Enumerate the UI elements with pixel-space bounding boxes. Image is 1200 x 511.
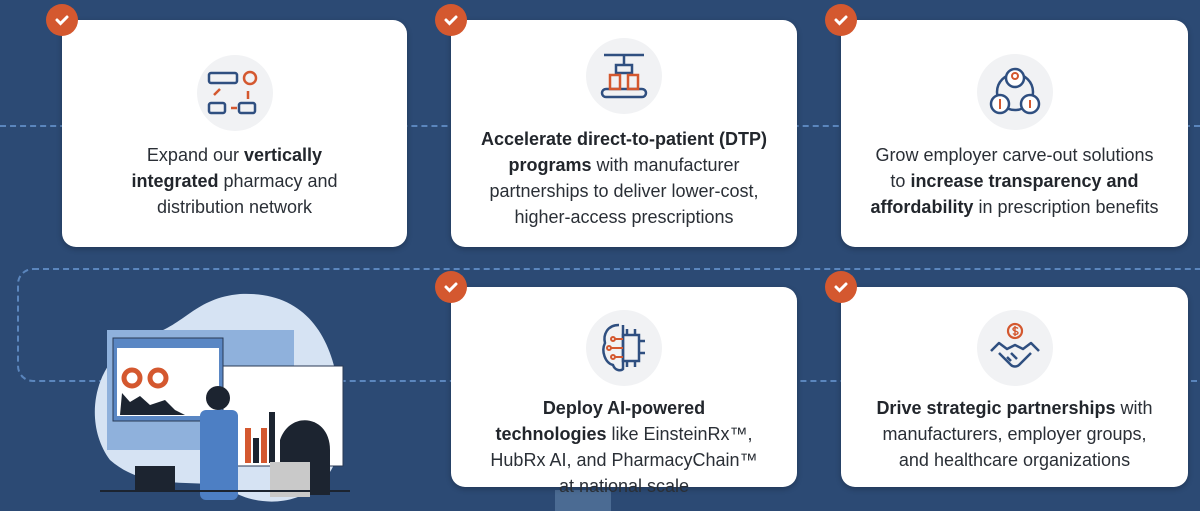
goal-card-employer-carve-out: Grow employer carve-out solutions to inc… (841, 20, 1188, 247)
goal-card-dtp-programs: Accelerate direct-to-patient (DTP) progr… (451, 20, 797, 247)
handshake-dollar-icon (976, 310, 1053, 386)
card-text: Grow employer carve-out solutions to inc… (870, 145, 1159, 217)
check-badge-icon (825, 271, 857, 303)
goal-card-strategic-partnerships: Drive strategic partnerships with manufa… (841, 287, 1188, 487)
check-badge-icon (46, 4, 78, 36)
conveyor-icon (586, 38, 662, 114)
people-cost-icon (976, 54, 1053, 130)
card-text: Deploy AI-powered technologies like Eins… (490, 398, 758, 496)
card-text: Accelerate direct-to-patient (DTP) progr… (480, 129, 768, 227)
goal-card-vertical-integration: Expand our vertically integrated pharmac… (62, 20, 407, 247)
team-presentation-illustration (94, 293, 350, 502)
workflow-icon (196, 55, 273, 131)
check-badge-icon (435, 4, 467, 36)
check-badge-icon (825, 4, 857, 36)
bottom-connector-block (555, 490, 611, 511)
check-badge-icon (435, 271, 467, 303)
card-text: Expand our vertically integrated pharmac… (131, 145, 338, 217)
ai-brain-chip-icon (586, 310, 662, 386)
goal-card-ai-technologies: Deploy AI-powered technologies like Eins… (451, 287, 797, 496)
card-text: Drive strategic partnerships with manufa… (876, 398, 1153, 470)
